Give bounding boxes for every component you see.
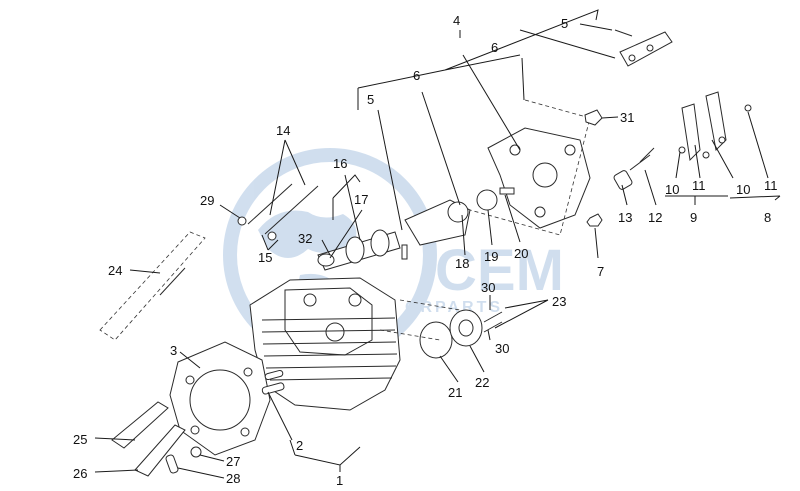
part-nut: [586, 213, 603, 227]
callout-17: 17: [354, 192, 368, 207]
callout-4: 4: [453, 13, 460, 28]
watermark-main-text: CEM: [435, 238, 564, 303]
callout-30-top: 30: [481, 280, 495, 295]
callout-29: 29: [200, 193, 214, 208]
part-camshaft: [317, 229, 401, 271]
callout-6-lower: 6: [413, 68, 420, 83]
part-chain-guides: [111, 401, 186, 477]
part-rocker-arms: [678, 91, 752, 162]
callout-30-lower: 30: [495, 341, 509, 356]
part-tappet: [613, 147, 655, 190]
part-cylinder-head: [249, 277, 401, 411]
callout-18: 18: [455, 256, 469, 271]
callout-7: 7: [597, 264, 604, 279]
part-dowels: [261, 369, 285, 395]
assembly-outline: [469, 99, 591, 236]
callout-21: 21: [448, 385, 462, 400]
callout-11-right: 11: [764, 178, 778, 193]
callout-8: 8: [764, 210, 771, 225]
callout-24: 24: [108, 263, 122, 278]
callout-32: 32: [298, 231, 312, 246]
callout-25: 25: [73, 432, 87, 447]
callout-31: 31: [620, 110, 634, 125]
callout-10-right: 10: [736, 182, 750, 197]
callout-27: 27: [226, 454, 240, 469]
part-studs: [237, 183, 319, 241]
part-cap: [614, 29, 673, 67]
callout-20: 20: [514, 246, 528, 261]
callout-3: 3: [170, 343, 177, 358]
part-clip: [584, 109, 603, 126]
part-head-gasket: [169, 341, 271, 456]
watermark-sub-text: ORPARTS: [405, 299, 503, 316]
callout-26: 26: [73, 466, 87, 481]
callout-14: 14: [276, 123, 290, 138]
callout-11-left: 11: [692, 178, 706, 193]
callout-9: 9: [690, 210, 697, 225]
callout-1: 1: [336, 473, 343, 488]
callout-28: 28: [226, 471, 240, 486]
callout-10-left: 10: [665, 182, 679, 197]
leader-lines: [94, 9, 781, 479]
callout-2: 2: [296, 438, 303, 453]
callout-15: 15: [258, 250, 272, 265]
part-timing-chain: [99, 231, 206, 341]
callout-5-lower: 5: [367, 92, 374, 107]
callout-5-top: 5: [561, 16, 568, 31]
callout-16: 16: [333, 156, 347, 171]
assembly-outline-lower: [379, 299, 461, 341]
callout-13: 13: [618, 210, 632, 225]
part-sprocket: [447, 189, 498, 223]
callout-12: 12: [648, 210, 662, 225]
callout-labels: 1 2 3 4 5 5 6 6 7 8 9 10 10 11 11 12 13 …: [73, 13, 778, 488]
callout-19: 19: [484, 249, 498, 264]
callout-22: 22: [475, 375, 489, 390]
part-rocker-cover: [487, 127, 591, 229]
callout-6-top: 6: [491, 40, 498, 55]
callout-23: 23: [552, 294, 566, 309]
part-pins: [165, 446, 202, 474]
part-cover-seal: [419, 309, 503, 359]
